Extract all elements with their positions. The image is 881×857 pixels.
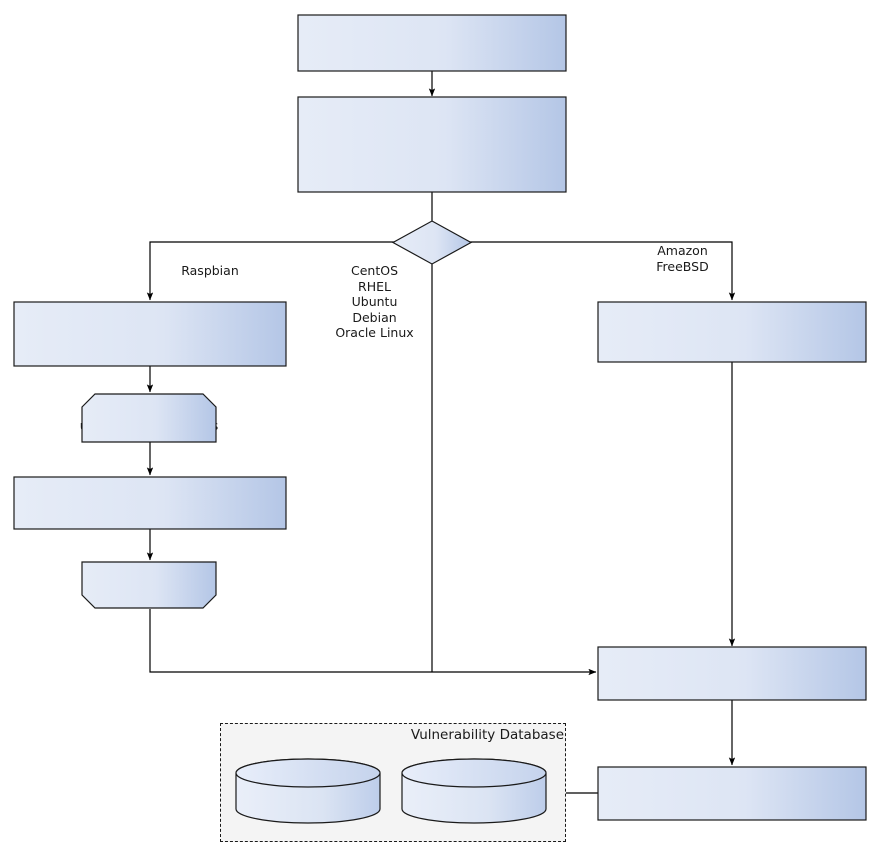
node-parse-changelog[interactable] <box>13 476 287 530</box>
edge-label-right-branch: Amazon FreeBSD <box>656 243 709 274</box>
node-oval-db[interactable] <box>235 758 381 824</box>
node-get-installed-packages[interactable] <box>297 96 567 193</box>
node-foreach-loop-start[interactable] <box>81 393 217 443</box>
vulnerability-database-group-title: Vulnerability Database <box>410 727 564 743</box>
edge-label-raspbian: Raspbian <box>181 263 239 278</box>
edge-label-center-branch: CentOS RHEL Ubuntu Debian Oracle Linux <box>335 263 414 340</box>
node-write-results[interactable] <box>597 646 867 701</box>
node-os-decision[interactable] <box>391 220 473 265</box>
edge-endloop-to-write <box>149 609 597 676</box>
node-cve-db[interactable] <box>401 758 547 824</box>
node-detect-os[interactable] <box>297 14 567 72</box>
edge-decision-to-check-upgradable <box>146 241 395 301</box>
edge-decision-to-getcve <box>470 241 736 301</box>
node-get-cve-ids[interactable] <box>597 301 867 363</box>
node-check-upgradable-packages[interactable] <box>13 301 287 367</box>
node-report[interactable] <box>597 766 867 821</box>
node-end-loop[interactable] <box>81 561 217 609</box>
